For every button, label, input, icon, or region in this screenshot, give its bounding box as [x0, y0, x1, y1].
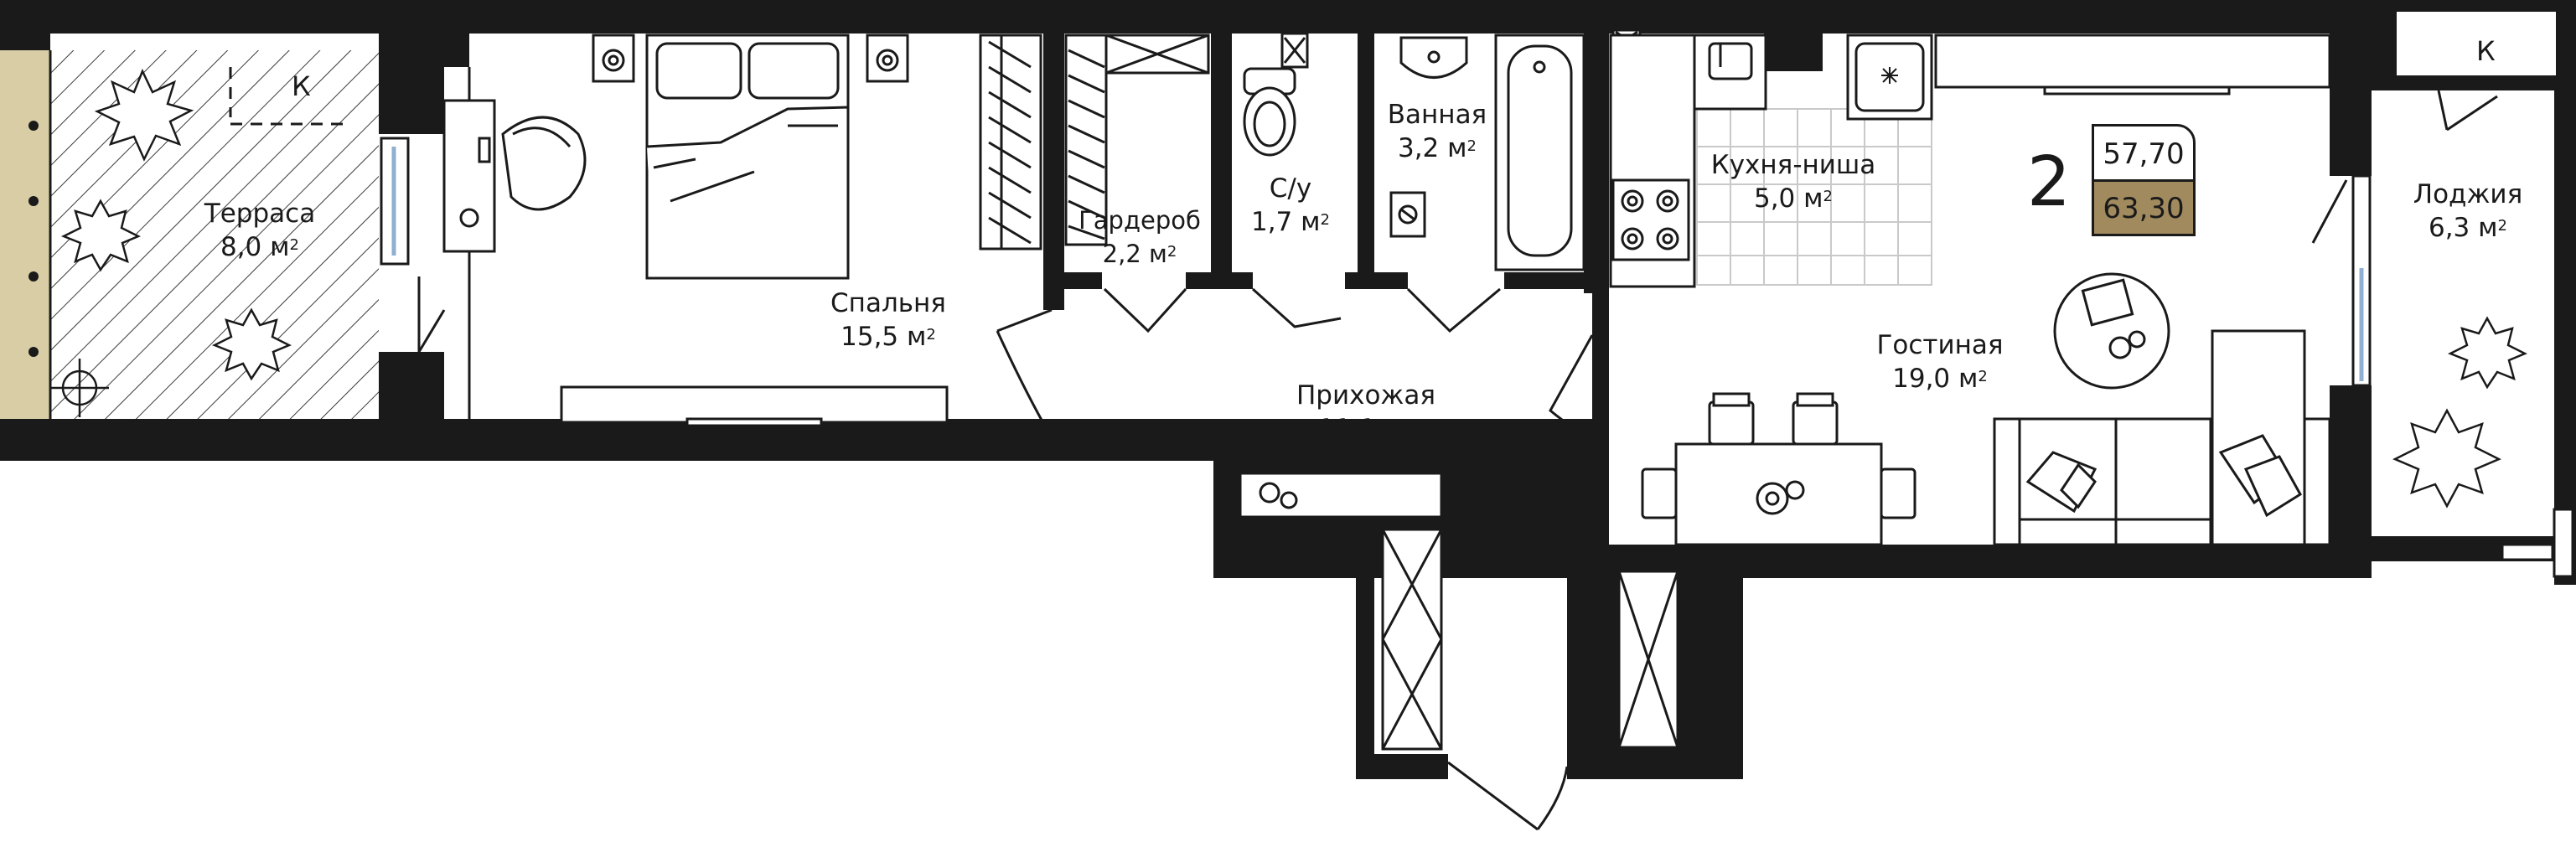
room-area: 19,0 [1892, 364, 1951, 394]
area-badge: 57,70 63,30 [2092, 124, 2196, 236]
room-label-kitchen: Кухня-ниша 5,0 м2 [1693, 148, 1894, 215]
loggia [2372, 90, 2574, 578]
plant-icon [60, 68, 292, 381]
room-name: Ванная [1387, 100, 1487, 130]
room-area: 2,2 [1102, 240, 1141, 268]
terrace-door [380, 137, 446, 357]
room-area: 15,5 [841, 322, 899, 352]
room-label-loggia: Лоджия 6,3 м2 [2388, 178, 2548, 245]
room-label-living: Гостиная 19,0 м2 [1844, 328, 2036, 395]
living-room [1549, 174, 2372, 546]
bedroom [442, 34, 1053, 427]
room-area: 1,7 [1250, 207, 1293, 237]
room-area: 5,0 [1753, 183, 1796, 214]
wardrobe-room [1064, 34, 1210, 333]
room-area: 3,2 [1397, 133, 1440, 163]
room-area: 8,0 [220, 232, 262, 262]
kitchen-room [1609, 34, 2331, 288]
plant-icon [2392, 316, 2527, 509]
room-name: Лоджия [2413, 179, 2523, 209]
living-area: 57,70 [2094, 127, 2193, 182]
room-name: Гостиная [1876, 330, 2004, 360]
room-label-bedroom: Спальня 15,5 м2 [792, 287, 985, 354]
rooms-count: 2 [2026, 142, 2072, 222]
room-label-terrace: Терраса 8,0 м2 [163, 197, 356, 264]
room-name: Терраса [204, 199, 316, 229]
total-area: 63,30 [2094, 182, 2193, 234]
room-label-bathroom: Ванная 3,2 м2 [1374, 98, 1500, 165]
terrace [0, 50, 379, 419]
room-name: Спальня [830, 288, 946, 318]
room-area: 6,3 [2428, 213, 2470, 243]
room-name: Прихожая [1296, 380, 1436, 411]
bathroom-room [1389, 28, 1642, 333]
room-name: Гардероб [1079, 206, 1201, 235]
drain-icon [50, 359, 109, 417]
room-name: С/у [1269, 173, 1312, 204]
toilet-room [1243, 32, 1342, 328]
conditioner-mark-terrace: К [292, 70, 311, 102]
room-label-toilet: С/у 1,7 м2 [1228, 172, 1353, 239]
hall-room [1239, 472, 1679, 831]
room-label-hall: Прихожая 11,1 м2 [1265, 379, 1466, 446]
room-label-wardrobe: Гардероб 2,2 м2 [1073, 204, 1207, 271]
room-area: 11,1 [1318, 414, 1377, 444]
conditioner-mark-loggia: К [2476, 35, 2496, 67]
room-name: Кухня-ниша [1710, 150, 1876, 180]
